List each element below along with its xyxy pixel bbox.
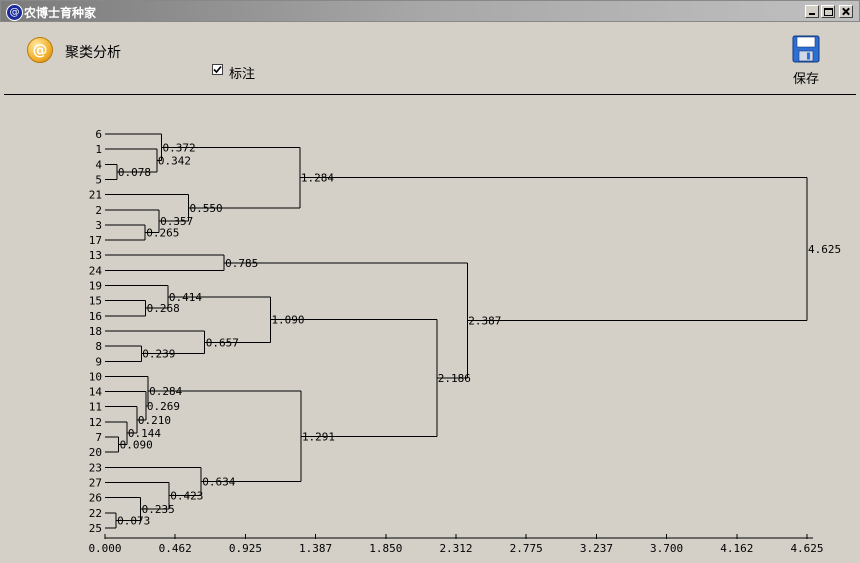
x-tick-label: 4.162: [720, 542, 753, 555]
annotate-checkbox[interactable]: [212, 64, 223, 75]
leaf-label: 4: [95, 158, 102, 171]
leaf-label: 7: [95, 431, 102, 444]
checkmark-icon: [213, 65, 222, 74]
x-tick-label: 1.387: [299, 542, 332, 555]
merge-distance-label: 0.269: [147, 400, 180, 413]
leaf-label: 11: [89, 401, 102, 414]
maximize-button[interactable]: [821, 5, 835, 18]
merge-distance-label: 0.265: [146, 226, 179, 239]
close-button[interactable]: [839, 5, 853, 18]
leaf-label: 15: [89, 295, 102, 308]
x-tick-label: 0.462: [159, 542, 192, 555]
leaf-label: 20: [89, 446, 102, 459]
x-tick-label: 4.625: [790, 542, 823, 555]
leaf-label: 8: [95, 340, 102, 353]
at-sign-icon: @: [6, 4, 23, 21]
leaf-label: 3: [95, 219, 102, 232]
annotate-label: 标注: [229, 67, 256, 82]
x-tick-label: 3.700: [650, 542, 683, 555]
x-tick-label: 2.775: [510, 542, 543, 555]
leaf-label: 1: [95, 143, 102, 156]
save-button[interactable]: 保存: [788, 34, 824, 87]
x-tick-label: 0.925: [229, 542, 262, 555]
leaf-label: 10: [89, 370, 102, 383]
floppy-disk-icon: [792, 35, 820, 63]
x-tick-label: 1.850: [369, 542, 402, 555]
leaf-label: 12: [89, 416, 102, 429]
x-tick-label: 0.000: [88, 542, 121, 555]
leaf-label: 24: [89, 264, 103, 277]
merge-distance-label: 4.625: [808, 243, 841, 256]
leaf-label: 2: [95, 204, 102, 217]
leaf-label: 26: [89, 492, 102, 505]
leaf-label: 19: [89, 280, 102, 293]
leaf-label: 25: [89, 522, 102, 535]
leaf-label: 16: [89, 310, 102, 323]
dendrogram-chart: 6145212317132419151618891014111272023272…: [88, 128, 841, 555]
leaf-label: 22: [89, 507, 102, 520]
merge-distance-label: 0.372: [162, 141, 195, 154]
x-tick-label: 3.237: [580, 542, 613, 555]
merge-distance-label: 0.342: [158, 155, 191, 168]
leaf-label: 18: [89, 325, 102, 338]
leaf-label: 5: [95, 173, 102, 186]
merge-distance-label: 0.090: [120, 439, 153, 452]
leaf-label: 13: [89, 249, 102, 262]
leaf-label: 9: [95, 355, 102, 368]
leaf-label: 17: [89, 234, 102, 247]
leaf-label: 27: [89, 476, 102, 489]
toolbar-separator: [4, 94, 856, 95]
save-label: 保存: [792, 72, 819, 87]
title-bar[interactable]: @ 农博士育种家: [0, 0, 860, 22]
leaf-label: 6: [95, 128, 102, 141]
page-title: 聚类分析: [65, 45, 121, 61]
at-sign-icon: @: [27, 37, 53, 63]
leaf-label: 23: [89, 461, 102, 474]
merge-distance-label: 0.235: [142, 503, 175, 516]
window-title: 农博士育种家: [24, 6, 97, 20]
leaf-label: 14: [89, 386, 103, 399]
leaf-label: 21: [89, 189, 102, 202]
x-tick-label: 2.312: [439, 542, 472, 555]
merge-distance-label: 0.144: [128, 427, 161, 440]
minimize-button[interactable]: [805, 5, 819, 18]
